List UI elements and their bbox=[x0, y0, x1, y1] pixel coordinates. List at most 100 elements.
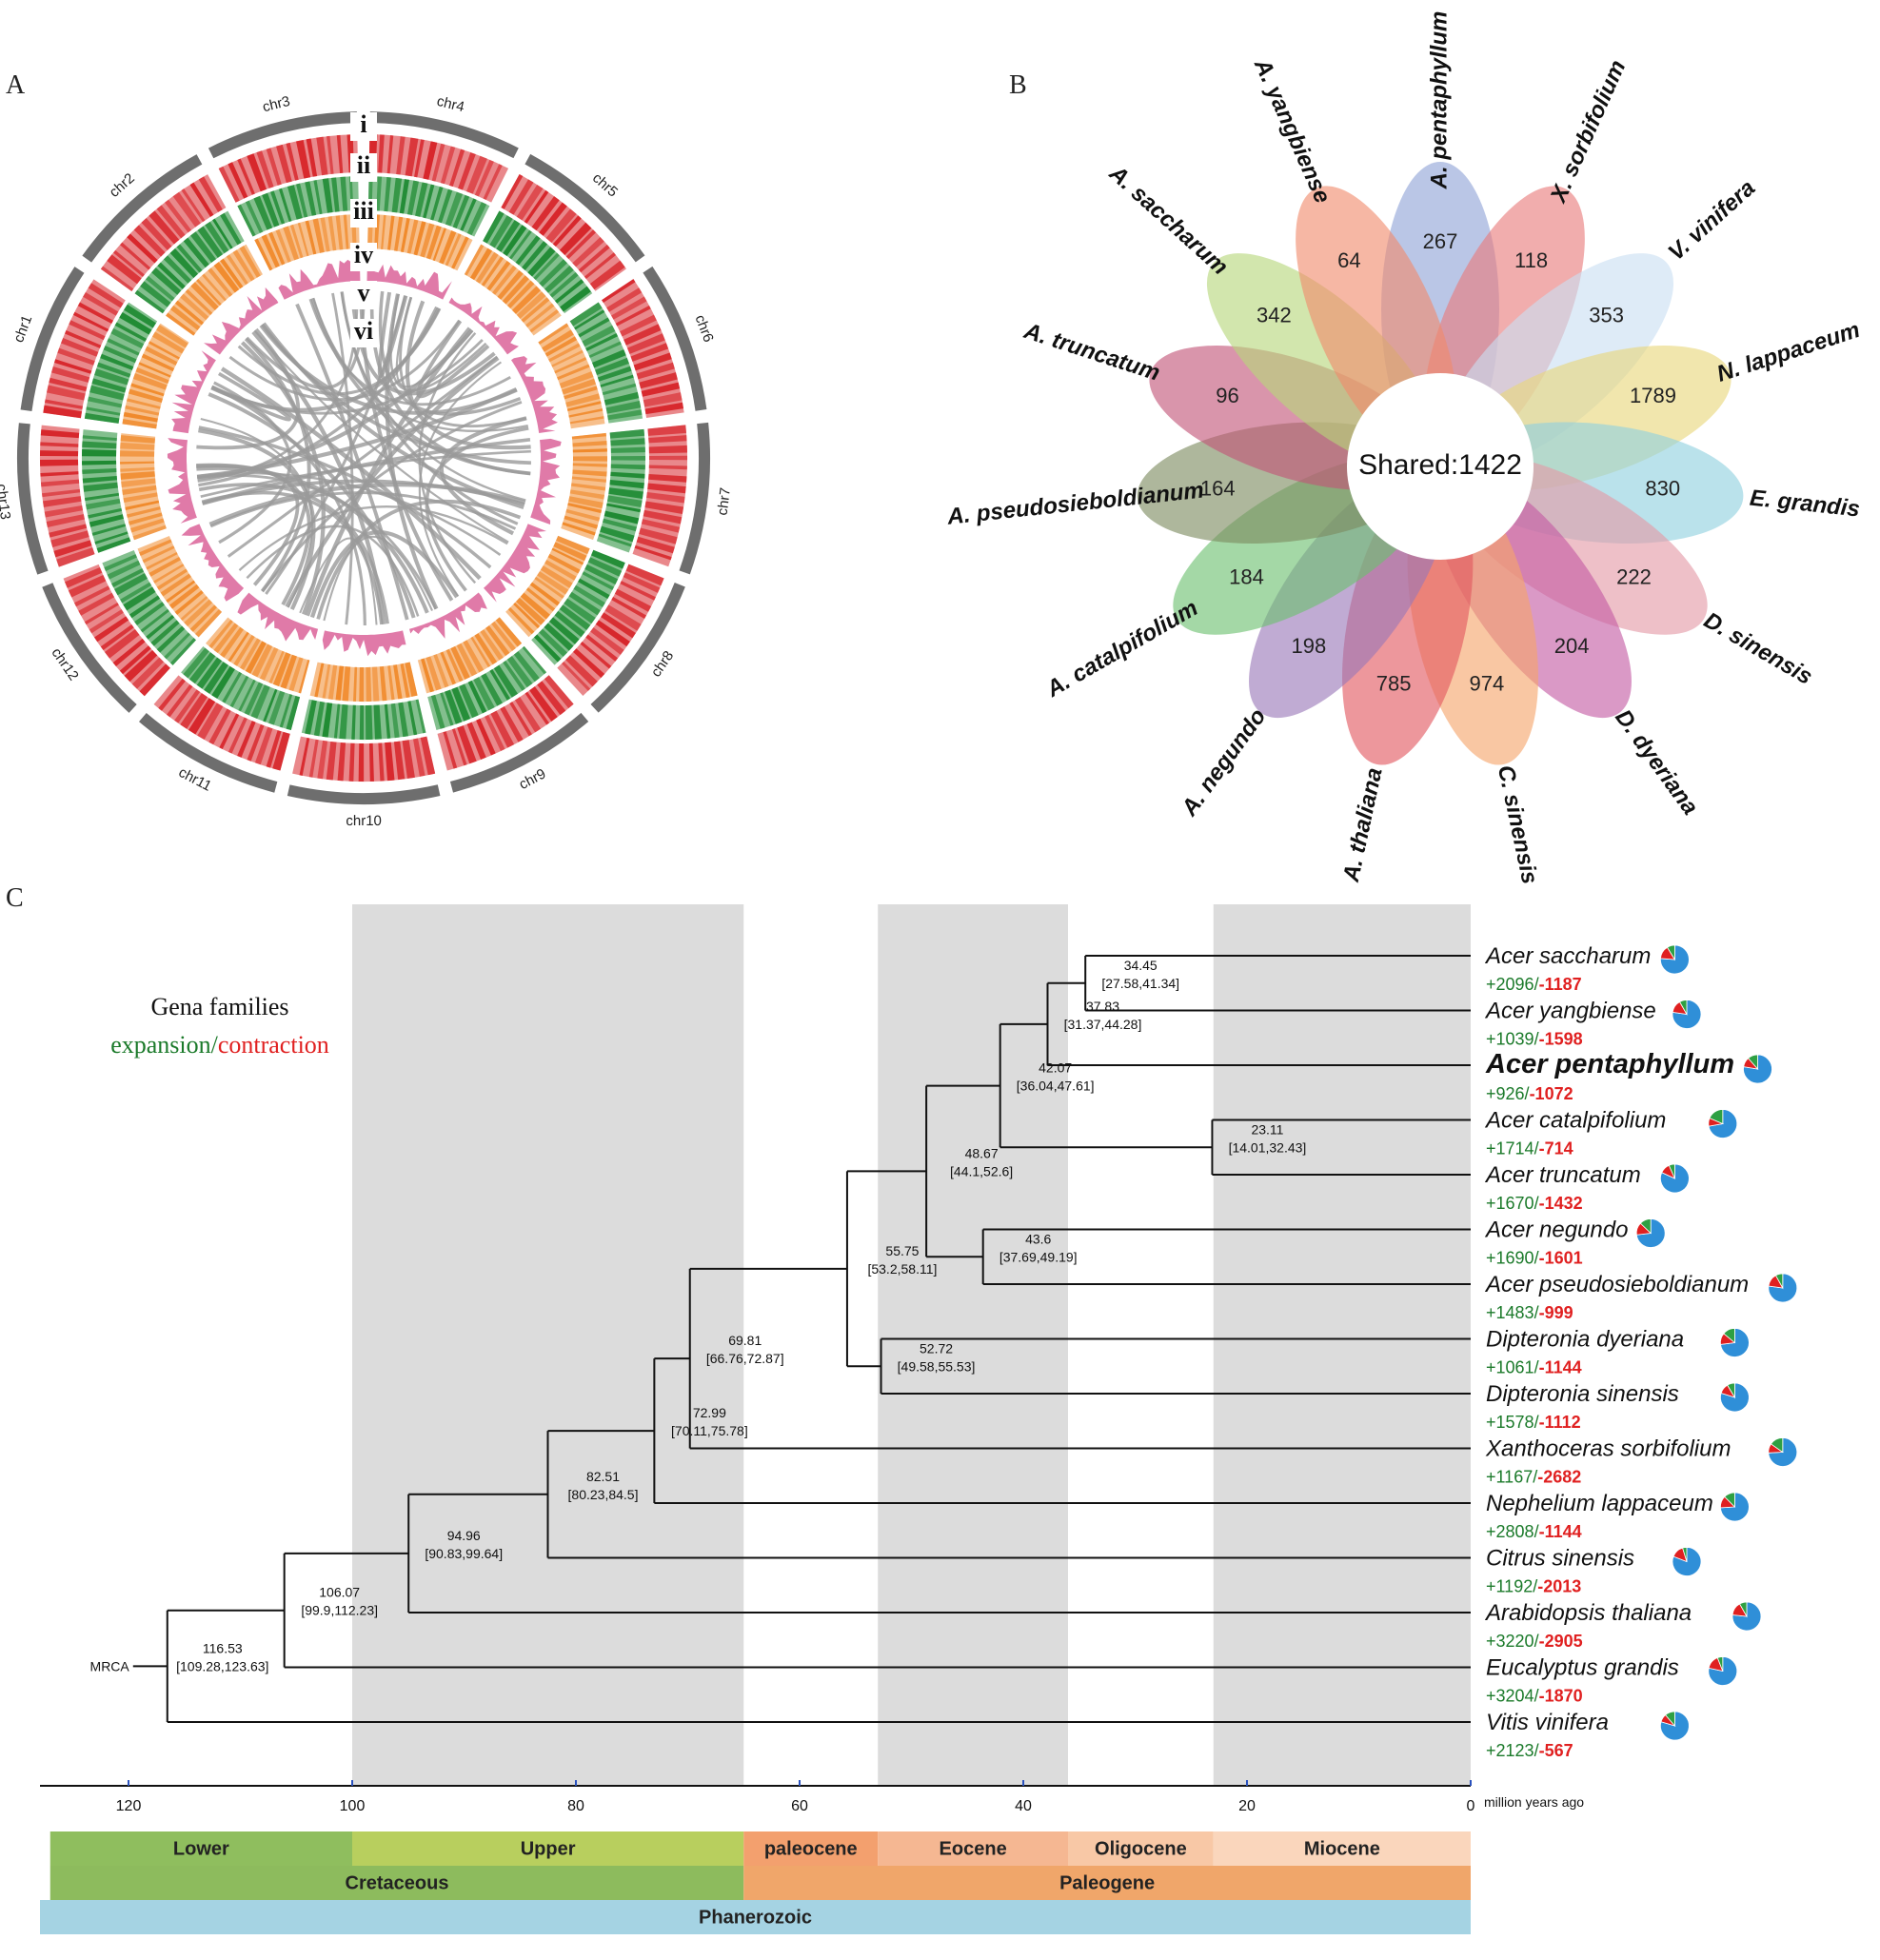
ring-iv-segment-density bbox=[160, 573, 191, 597]
petal-count: 785 bbox=[1376, 672, 1412, 696]
ring-iv-segment-density bbox=[314, 663, 325, 698]
ring-iv-segment-density bbox=[486, 261, 511, 291]
species-name: Acer truncatum bbox=[1484, 1162, 1641, 1188]
ring-iv-segment-density bbox=[381, 214, 386, 249]
gain-loss-separator: / bbox=[1534, 1303, 1539, 1322]
ring-iii-segment-density bbox=[229, 675, 249, 708]
shared-center-circle bbox=[1347, 373, 1534, 560]
ring-ii-segment-density bbox=[620, 581, 656, 601]
ring-ii-segment-density bbox=[119, 645, 151, 675]
ring-ii-segment-density bbox=[237, 158, 255, 195]
ring-iii-segment-density bbox=[609, 480, 644, 489]
ring-ii-segment-density bbox=[630, 343, 669, 362]
ring-ii-segment-density bbox=[531, 196, 560, 231]
epoch-label: Miocene bbox=[1304, 1838, 1380, 1859]
ring-ii-segment-density bbox=[625, 564, 664, 586]
ring-ii-segment-density bbox=[402, 740, 415, 779]
ring-v-histogram bbox=[366, 262, 452, 300]
gene-family-pie-slice bbox=[1768, 1437, 1798, 1467]
ring-ii-segment-density bbox=[648, 465, 687, 470]
ring-iv-segment-density bbox=[559, 371, 594, 389]
ring-ii-segment-density bbox=[573, 648, 605, 679]
ring-ii-segment-density bbox=[327, 135, 334, 174]
ring-iii-segment-density bbox=[253, 195, 273, 230]
ring-ii-segment-density bbox=[40, 429, 80, 439]
node-age-ci: [31.37,44.28] bbox=[1064, 1017, 1142, 1032]
ring-iv-segment-density bbox=[537, 571, 569, 595]
node-age-labels: 34.45[27.58,41.34]37.83[31.37,44.28]23.1… bbox=[90, 958, 1307, 1674]
ring-iii-segment-density bbox=[588, 341, 622, 359]
gain-count: +1578 bbox=[1486, 1413, 1534, 1432]
ring-iii-segment-density bbox=[197, 226, 223, 258]
synteny-link bbox=[425, 426, 529, 592]
epoch-label: Eocene bbox=[940, 1838, 1007, 1859]
epoch-cell bbox=[49, 1831, 352, 1866]
karyotype-chr10 bbox=[287, 784, 441, 805]
petal-species-label: A. pentaphyllum bbox=[1426, 11, 1452, 190]
ring-iii-segment-density bbox=[604, 391, 640, 406]
loss-count: -1144 bbox=[1539, 1358, 1582, 1377]
gain-loss-label: +1061/-1144 bbox=[1486, 1358, 1582, 1377]
ring-iv-segment-density bbox=[141, 353, 175, 372]
ring-iii-segment-density bbox=[222, 671, 243, 703]
gain-loss-separator: / bbox=[1534, 1030, 1539, 1049]
node-age-ci: [80.23,84.5] bbox=[568, 1487, 639, 1502]
ring-iv-segment-density bbox=[174, 300, 205, 326]
ring-ii-segment-density bbox=[133, 225, 166, 257]
ring-iv-segment-density bbox=[259, 646, 279, 681]
chromosome-label: chr6 bbox=[691, 313, 716, 345]
gain-loss-separator: / bbox=[1534, 1522, 1539, 1541]
ring-iv-segment-density bbox=[572, 469, 607, 477]
ring-ii-segment-density bbox=[414, 139, 425, 178]
ring-iii-segment-density bbox=[398, 702, 408, 738]
ring-ii-segment-density bbox=[590, 627, 624, 655]
ring-iv-segment-density bbox=[469, 247, 493, 281]
ring-iii-segment-density bbox=[82, 475, 118, 484]
ring-ii-segment-density bbox=[219, 713, 240, 749]
ring-iii-segment-density bbox=[544, 266, 574, 293]
ring-iv-segment-density bbox=[153, 564, 185, 584]
species-name: Acer saccharum bbox=[1484, 943, 1651, 969]
gain-loss-separator: / bbox=[1534, 1413, 1539, 1432]
ring-ii-segment-density bbox=[393, 741, 406, 781]
ring-iii-segment-density bbox=[119, 311, 152, 335]
ring-iv-segment-density bbox=[123, 492, 158, 504]
ring-iii-segment-density bbox=[610, 471, 645, 479]
ring-iii-segment-density bbox=[205, 221, 229, 254]
ring-iii-segment-density bbox=[322, 178, 333, 213]
ring-ii-segment-density bbox=[529, 686, 558, 722]
chromosome-label: chr9 bbox=[517, 765, 549, 793]
ring-iii-segment-density bbox=[602, 383, 637, 396]
ring-iv-segment-density bbox=[169, 305, 201, 331]
ring-ii-segment-density bbox=[158, 678, 186, 711]
ring-iv-segment-density bbox=[480, 629, 504, 661]
ring-iv-segment-density bbox=[562, 522, 596, 536]
ring-ii-segment-density bbox=[40, 471, 79, 477]
ring-iii-segment-density bbox=[407, 701, 418, 736]
ring-iv-segment-density bbox=[439, 230, 457, 265]
ring-iii-segment-density bbox=[190, 231, 217, 263]
synteny-link bbox=[196, 463, 311, 606]
petal-species-label: V. vinifera bbox=[1663, 175, 1760, 266]
ring-ii-segment-density bbox=[72, 311, 109, 332]
ring-iii-segment-density bbox=[94, 368, 129, 386]
ring-ii-segment-density bbox=[188, 698, 216, 735]
ring-ii-segment-density bbox=[266, 730, 282, 768]
gene-family-pie-slice bbox=[1679, 1000, 1688, 1017]
ring-ii-segment-density bbox=[614, 588, 652, 612]
ring-iii-segment-density bbox=[263, 688, 278, 723]
petal-count: 830 bbox=[1645, 476, 1680, 500]
ring-ii-segment-density bbox=[565, 655, 598, 687]
gain-loss-separator: / bbox=[1534, 975, 1539, 994]
tree-branches bbox=[132, 955, 1471, 1723]
ring-ii-segment-density bbox=[127, 233, 158, 264]
ring-iii-segment-density bbox=[237, 204, 256, 237]
gain-loss-separator: / bbox=[1525, 1084, 1530, 1103]
ring-iv-segment-density bbox=[196, 278, 222, 307]
ring-iv-segment-density bbox=[202, 273, 227, 302]
ring-iv-segment-density bbox=[312, 218, 325, 253]
ring-iii-segment-density bbox=[188, 652, 216, 684]
ring-ii-segment-density bbox=[120, 242, 151, 270]
ring-iii-segment-density bbox=[176, 244, 203, 273]
